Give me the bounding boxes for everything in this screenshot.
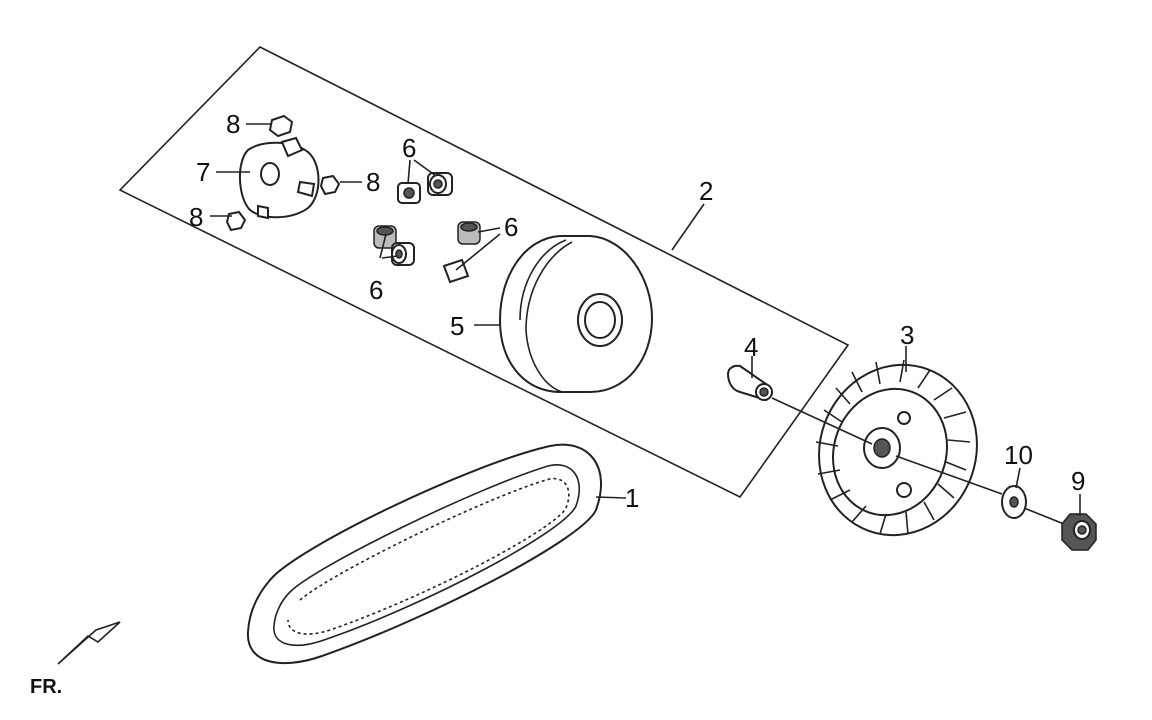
- assembly-axis-line: [771, 397, 873, 445]
- drive-belt-part[interactable]: [246, 443, 602, 665]
- callout-10: 10: [1004, 440, 1033, 470]
- callout-6-right: 6: [504, 212, 518, 242]
- front-direction-label: FR.: [30, 676, 62, 698]
- ramp-plate-part[interactable]: [238, 136, 320, 220]
- callout-8-top: 8: [226, 109, 240, 139]
- callout-7: 7: [196, 157, 210, 187]
- leader-lines: [210, 123, 1081, 516]
- callout-8-left: 8: [189, 202, 203, 232]
- collar-part[interactable]: [726, 364, 773, 402]
- callout-6-bottom: 6: [369, 275, 383, 305]
- callout-4: 4: [744, 332, 758, 362]
- assembly-frame: [118, 46, 850, 499]
- callout-6-top: 6: [402, 133, 416, 163]
- callout-3: 3: [900, 320, 914, 350]
- washer-part[interactable]: [1001, 485, 1027, 519]
- callout-9: 9: [1071, 466, 1085, 496]
- callout-2: 2: [699, 176, 713, 206]
- nut-part[interactable]: [1061, 513, 1097, 551]
- fixed-drive-face-part[interactable]: [795, 343, 1000, 558]
- assembly-axis-line: [1023, 507, 1065, 525]
- weight-roller-part[interactable]: [373, 172, 481, 284]
- front-arrow-icon: [57, 621, 121, 665]
- callout-5: 5: [450, 311, 464, 341]
- callout-8-right: 8: [366, 167, 380, 197]
- slider-part[interactable]: [225, 114, 341, 232]
- assembly-axis-line: [895, 455, 1003, 495]
- movable-drive-face-part[interactable]: [498, 235, 654, 393]
- callout-1: 1: [625, 483, 639, 513]
